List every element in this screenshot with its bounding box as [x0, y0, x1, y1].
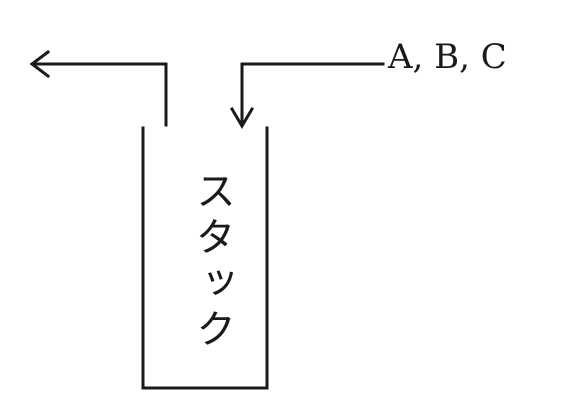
push-arrowhead [229, 106, 255, 129]
stack-container [141, 126, 269, 390]
stack-label: スタック [189, 170, 235, 354]
input-sequence-label: A, B, C [388, 37, 507, 77]
push-arrow-line [240, 62, 385, 125]
pop-arrow-line [32, 62, 168, 127]
pop-arrowhead [29, 49, 51, 79]
